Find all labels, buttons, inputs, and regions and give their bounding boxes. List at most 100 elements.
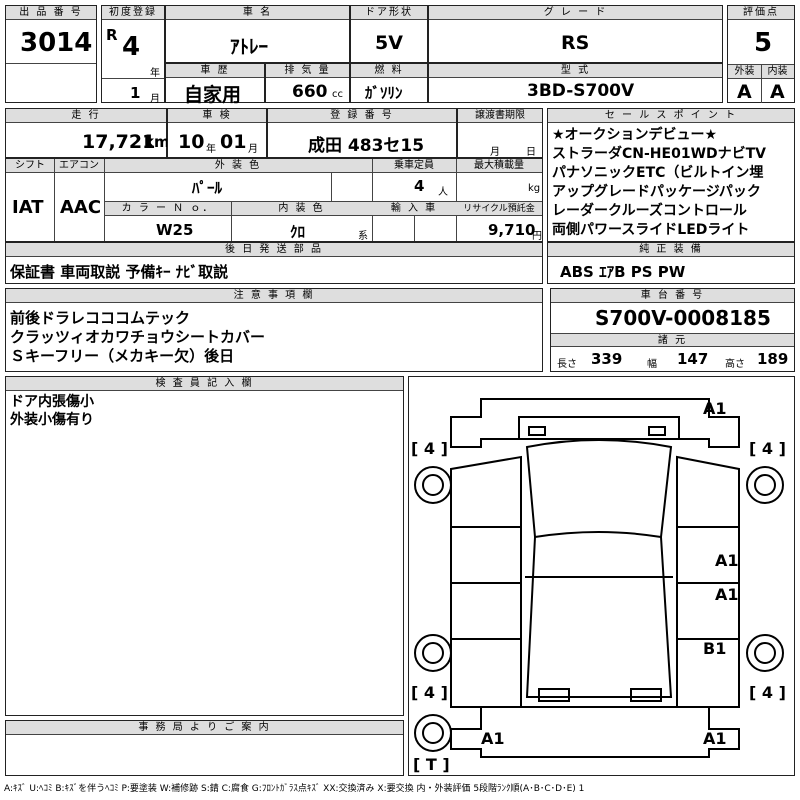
transfer-header: 譲渡書期限 — [458, 109, 542, 123]
inspector-cell: 検 査 員 記 入 欄 ドア内張傷小 外装小傷有り — [5, 376, 404, 716]
door-cell: ドア形状 5V — [350, 5, 428, 63]
width-label: 幅 — [647, 359, 657, 370]
displacement-cell: 排 気 量 660 cc — [265, 63, 350, 103]
divider — [6, 63, 96, 64]
first-registration-header: 初度登録 — [102, 6, 164, 20]
exterior-header: 外装 — [728, 65, 761, 79]
sales-point: ストラーダCN-HE01WDナビTV — [552, 146, 767, 162]
divider — [414, 216, 415, 241]
height-label: 高さ — [725, 359, 745, 370]
dims-header: 諸 元 — [551, 333, 794, 347]
chassis-header: 車 台 番 号 — [551, 289, 794, 303]
score-cell: 評価点 5 外装 内装 A A — [727, 5, 795, 103]
capacity: 4 — [414, 177, 425, 195]
inspector-notes: ドア内張傷小 外装小傷有り — [10, 393, 94, 429]
grade-header: グ レ ー ド — [429, 6, 722, 20]
transfer-cell: 譲渡書期限 月 日 — [457, 108, 543, 158]
transfer-day: 日 — [526, 147, 536, 158]
mileage-cell: 走 行 17,721 km — [5, 108, 170, 158]
divider — [102, 78, 164, 79]
shift: IAT — [12, 197, 44, 218]
car-name: ｱﾄﾚｰ — [230, 36, 269, 58]
sales-points-cell: セ ー ル ス ポ イ ン ト ★オークションデビュー★ ストラーダCN-HE0… — [547, 108, 795, 242]
color-no-header: カ ラ ー Ｎ ｏ． — [105, 202, 231, 216]
notes-cell: 注 意 事 項 欄 前後ドラレコココムテック クラッツィオカワチョウシートカバー… — [5, 288, 543, 372]
mileage-unit: km — [144, 133, 170, 151]
mark-bottom-left: A1 — [481, 729, 505, 748]
mark-tire-rear-left: [ 4 ] — [411, 683, 448, 702]
divider — [331, 173, 332, 201]
model: 3BD-S700V — [527, 81, 635, 101]
interior-grade: A — [770, 81, 785, 103]
fuel: ｶﾞｿﾘﾝ — [365, 84, 403, 102]
sales-point: レーダークルーズコントロール — [552, 203, 747, 219]
genuine-equipment-header: 純 正 装 備 — [548, 243, 794, 257]
chassis-number: S700V-0008185 — [595, 306, 771, 330]
note: 前後ドラレコココムテック — [10, 309, 191, 327]
ship-parts: 保証書 車両取説 予備ｷｰ ﾅﾋﾞ取説 — [10, 263, 229, 281]
recycle-fee: 9,710 — [488, 221, 536, 239]
mark-bottom-right: A1 — [703, 729, 727, 748]
height: 189 — [757, 350, 789, 368]
color-no: W25 — [156, 221, 194, 239]
divider — [728, 64, 794, 65]
capacity-unit: 人 — [438, 187, 448, 198]
ext-color: ﾊﾟｰﾙ — [192, 179, 223, 197]
history-cell: 車 歴 自家用 — [165, 63, 265, 106]
mark-side-right-3: B1 — [703, 639, 727, 658]
mark-spare-tire: [ T ] — [413, 755, 450, 774]
ship-parts-header: 後 日 発 送 部 品 — [6, 243, 542, 257]
office-header: 事 務 局 よ り ご 案 内 — [6, 721, 403, 735]
sales-points-header: セ ー ル ス ポ イ ン ト — [548, 109, 794, 123]
mark-tire-front-left: [ 4 ] — [411, 439, 448, 458]
int-color-header: 内 装 色 — [231, 202, 372, 216]
mark-side-right-1: A1 — [715, 551, 739, 570]
era: R — [106, 26, 118, 44]
ship-parts-cell: 後 日 発 送 部 品 保証書 車両取説 予備ｷｰ ﾅﾋﾞ取説 — [5, 242, 543, 284]
note: Ｓキーフリー（メカキー欠）後日 — [10, 347, 235, 365]
door-header: ドア形状 — [351, 6, 427, 20]
sales-points-list: ★オークションデビュー★ ストラーダCN-HE01WDナビTV パナソニックET… — [552, 126, 766, 240]
score: 5 — [754, 28, 773, 58]
fuel-header: 燃 料 — [351, 64, 427, 78]
divider — [456, 159, 457, 241]
mark-side-right-2: A1 — [715, 585, 739, 604]
recycle-unit: 円 — [532, 231, 542, 242]
plate-cell: 登 録 番 号 成田 483セ15 — [267, 108, 457, 158]
inspection-month-unit: 月 — [248, 144, 258, 155]
displacement-unit: cc — [332, 89, 343, 100]
sales-point: 両側パワースライドLEDライト — [552, 222, 750, 238]
max-load-header: 最大積載量 — [456, 159, 542, 173]
grade: RS — [561, 32, 590, 54]
aircon-header: エアコン — [54, 159, 104, 173]
history: 自家用 — [184, 84, 242, 106]
inspector-note: ドア内張傷小 — [10, 394, 94, 410]
car-outline-diagram — [414, 398, 784, 758]
damage-diagram: A1 [ 4 ] [ 4 ] A1 A1 B1 [ 4 ] [ 4 ] A1 A… — [408, 376, 795, 776]
model-header: 型 式 — [429, 64, 722, 78]
divider — [761, 65, 762, 103]
displacement: 660 — [292, 82, 328, 102]
notes-header: 注 意 事 項 欄 — [6, 289, 542, 303]
note: クラッツィオカワチョウシートカバー — [10, 328, 266, 346]
mileage-header: 走 行 — [6, 109, 166, 123]
divider — [54, 159, 55, 241]
width: 147 — [677, 350, 709, 368]
int-color-unit: 系 — [358, 231, 368, 242]
recycle-header: リサイクル預託金 — [456, 202, 542, 216]
registration-year: 4 — [122, 32, 141, 62]
divider — [231, 202, 232, 241]
fuel-cell: 燃 料 ｶﾞｿﾘﾝ — [350, 63, 428, 103]
specs-block: シフト エアコン 外 装 色 乗車定員 最大積載量 IAT AAC ﾊﾟｰﾙ 4… — [5, 158, 543, 242]
inspector-header: 検 査 員 記 入 欄 — [6, 377, 403, 391]
year-unit: 年 — [150, 68, 160, 79]
model-cell: 型 式 3BD-S700V — [428, 63, 723, 103]
length-label: 長さ — [557, 359, 577, 370]
month-unit: 月 — [150, 94, 160, 105]
grade-cell: グ レ ー ド RS — [428, 5, 723, 63]
transfer-month: 月 — [490, 147, 500, 158]
door-type: 5V — [375, 32, 403, 54]
car-name-header: 車 名 — [166, 6, 349, 20]
exterior-grade: A — [737, 81, 752, 103]
inspection-year-unit: 年 — [206, 144, 216, 155]
